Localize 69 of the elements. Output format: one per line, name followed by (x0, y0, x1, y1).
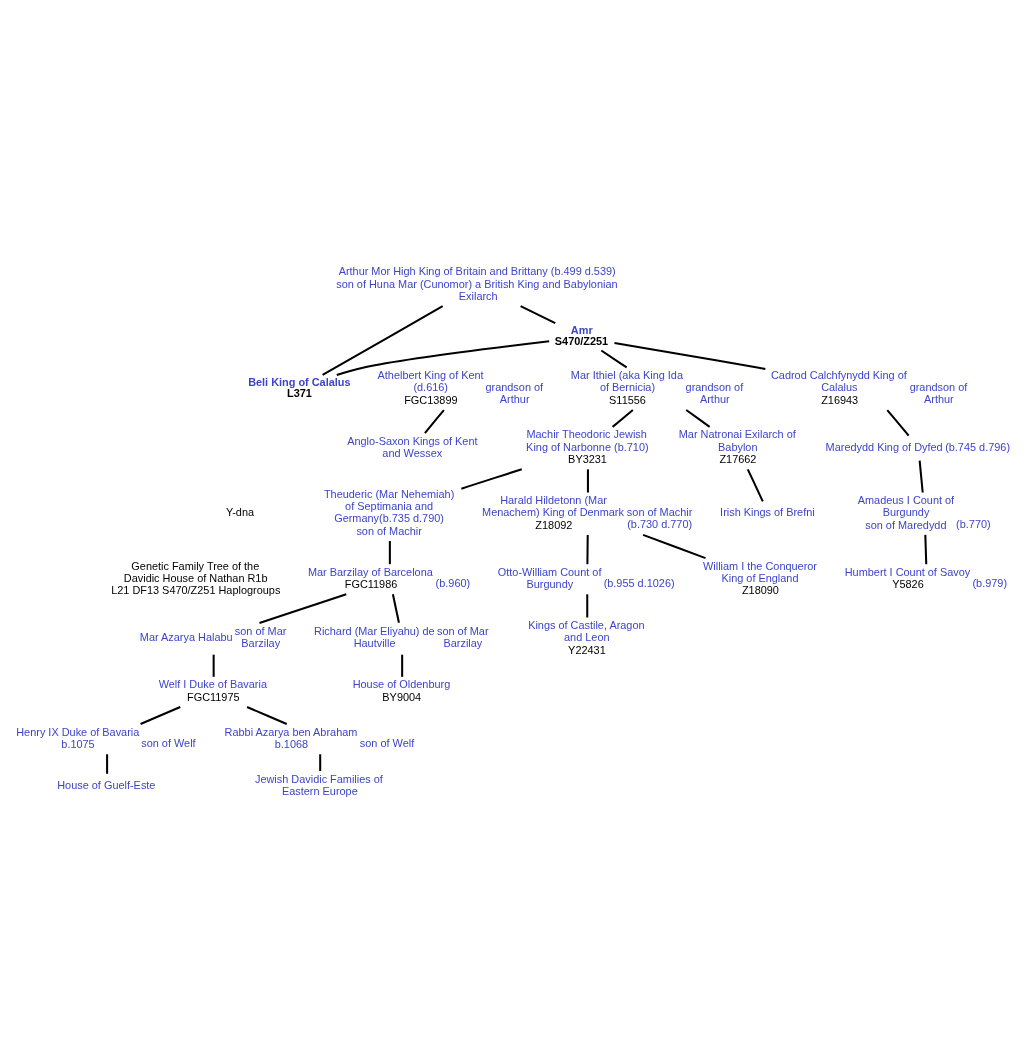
node-text: House of Guelf-Este (57, 778, 156, 791)
connector (600, 349, 628, 368)
node-text: Harald Hildetonn (Mar Menachem) King of Denmark Z18092 (482, 493, 624, 531)
node-text: Mar Ithiel (aka King Ida of Bernicia) S11556 (570, 368, 684, 406)
node-text: House of Oldenburg BY9004 (352, 677, 451, 703)
node-text: Machir Theodoric Jewish King of Narbonne (b.710) BY3231 (526, 427, 649, 465)
node-label: (b.770) (956, 517, 991, 530)
node-label: son of Welf (141, 736, 196, 749)
node-text: Humbert I Count of Savoy Y5826 (844, 565, 971, 590)
connector (259, 592, 347, 624)
connector (611, 408, 634, 428)
connector (140, 705, 181, 725)
node-text: Irish Kings of Brefni (720, 505, 815, 518)
node-label: grandson of Arthur (909, 380, 968, 405)
connector (319, 753, 322, 771)
connector (642, 533, 706, 559)
node-label: son of Welf (359, 736, 415, 749)
node-label: (b.730 d.770) (627, 517, 693, 530)
node-text: Theuderic (Mar Nehemiah) of Septimania and Germany(b.735 d.790) son of Machir (323, 487, 455, 537)
node-label: (b.979) (972, 576, 1008, 589)
node-label: (b.745 d.796) (945, 440, 1011, 453)
node-text: Beli King of Calalus L371 (248, 375, 351, 399)
node-label: son of Mar Barzilay (436, 624, 489, 649)
connector (586, 593, 589, 617)
node-label: (b.955 d.1026) (603, 576, 675, 589)
connector (336, 339, 550, 376)
label: Y-dna (225, 505, 255, 518)
node-text: Rabbi Azarya ben Abraham b.1068 (224, 725, 358, 750)
connector (461, 467, 523, 490)
connector (212, 654, 215, 677)
connector (746, 468, 764, 502)
connector (424, 408, 445, 434)
node-text: Cadrod Calchfynydd King of Calalus Z16943 (770, 368, 907, 406)
node-text: Mar Azarya Halabu (139, 630, 233, 643)
connector (401, 654, 404, 677)
connector (586, 534, 589, 564)
node-text: Richard (Mar Eliyahu) de Hautville (314, 624, 435, 649)
connector (322, 304, 444, 376)
node-text: Otto-William Count of Burgundy (497, 565, 602, 590)
node-label: (b.960) (435, 576, 471, 589)
node-text: Kings of Castile, Aragon and Leon Y22431 (528, 618, 645, 656)
node-label: grandson of Arthur (485, 380, 544, 405)
node-text: Athelbert King of Kent (d.616) FGC13899 (377, 368, 484, 406)
connector (586, 468, 589, 492)
connector (614, 341, 766, 370)
connector (246, 705, 288, 725)
connector (886, 408, 910, 436)
connector (520, 304, 556, 324)
node-text: Maredydd King of Dyfed (825, 440, 943, 453)
node-text: Jewish Davidic Families of Eastern Europe (254, 772, 383, 797)
node-text: Amadeus I Count of Burgundy son of Maredydd (857, 493, 955, 531)
node-label: grandson of Arthur (685, 380, 744, 405)
node-text: Anglo-Saxon Kings of Kent and Wessex (347, 434, 478, 459)
node-text: Arthur Mor High King of Britain and Brittany (b.499 d.539) son of Huna Mar (Cunomor) a British King and Babylonian Exilarch (336, 264, 618, 302)
connector (924, 534, 928, 564)
connector (388, 540, 391, 564)
node-text: William I the Conqueror King of England Z18090 (703, 559, 817, 596)
connector (106, 753, 109, 774)
node-text: Mar Natronai Exilarch of Babylon Z17662 (678, 427, 796, 465)
node-text: Mar Barzilay of Barcelona FGC11986 (307, 565, 433, 590)
connector (685, 408, 711, 428)
node-text: Welf I Duke of Bavaria FGC11975 (158, 677, 267, 703)
node-label: son of Mar Barzilay (234, 624, 287, 649)
connector (391, 593, 400, 623)
node-label: son of Machir (626, 505, 693, 518)
node-text: Amr S470/Z251 (554, 323, 609, 347)
node-text: Henry IX Duke of Bavaria b.1075 (16, 725, 140, 750)
connector (918, 460, 924, 493)
label: Genetic Family Tree of the Davidic House of Nathan R1b L21 DF13 S470/Z251 Haplogroups (111, 559, 281, 596)
